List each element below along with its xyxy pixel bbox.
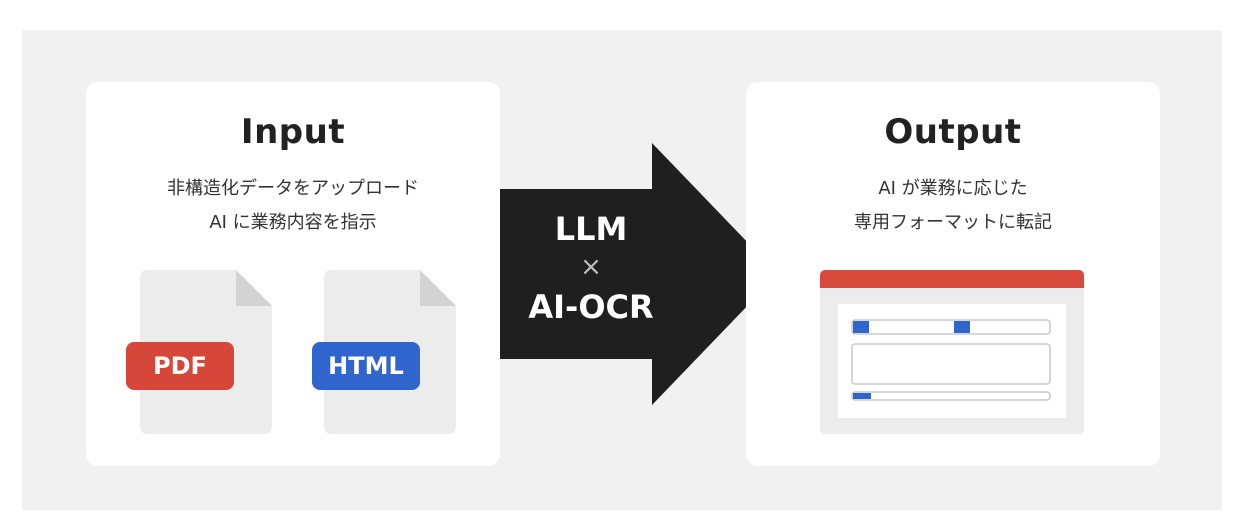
- output-card: Output AI が業務に応じた 専用フォーマットに転記: [746, 82, 1160, 466]
- output-title: Output: [884, 112, 1022, 152]
- html-badge: HTML: [312, 342, 420, 390]
- output-form-illustration: [820, 270, 1084, 434]
- output-description-line-2: 専用フォーマットに転記: [854, 212, 1052, 233]
- html-file-icon: HTML: [312, 270, 456, 434]
- input-description-line-1: 非構造化データをアップロード: [167, 178, 419, 199]
- input-card: Input 非構造化データをアップロード AI に業務内容を指示 PDF HTM…: [86, 82, 500, 466]
- arrow-label-times: ×: [580, 252, 602, 282]
- arrow-label-ai-ocr: AI-OCR: [528, 288, 654, 326]
- arrow-label-llm: LLM: [554, 210, 628, 248]
- pdf-badge: PDF: [126, 342, 234, 390]
- input-description-line-2: AI に業務内容を指示: [209, 212, 377, 233]
- output-description-line-1: AI が業務に応じた: [878, 178, 1028, 199]
- process-arrow-icon: [500, 143, 778, 405]
- pdf-file-icon: PDF: [126, 270, 272, 434]
- input-title: Input: [240, 112, 346, 152]
